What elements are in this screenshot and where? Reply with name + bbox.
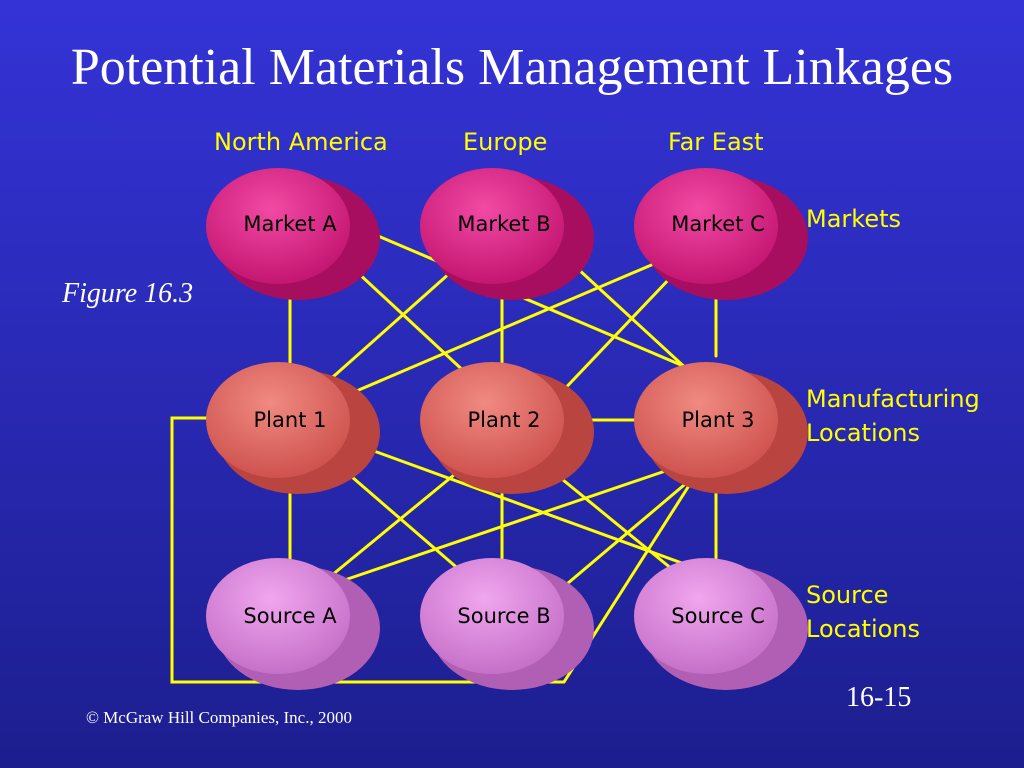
row-label-manufacturing-line-1: Manufacturing: [806, 385, 980, 413]
market-a-label: Market A: [243, 212, 337, 236]
link-market-a-plant-2: [340, 256, 470, 377]
row-label-sources-line-1: Source: [806, 581, 889, 609]
market-c-label: Market C: [671, 212, 765, 236]
row-label-markets: Markets: [806, 205, 902, 233]
source-c-label: Source C: [671, 604, 764, 628]
node-market-c: Market C: [634, 168, 808, 300]
source-a-label: Source A: [243, 604, 337, 628]
row-label-sources-line-2: Locations: [806, 615, 921, 643]
link-market-c-plant-1: [338, 261, 658, 400]
link-market-b-plant-1: [323, 262, 462, 386]
node-source-c: Source C: [634, 558, 808, 690]
region-label-far-east: Far East: [668, 128, 764, 156]
plant-1-label: Plant 1: [254, 408, 327, 432]
node-source-a: Source A: [206, 558, 380, 690]
copyright-notice: © McGraw Hill Companies, Inc., 2000: [86, 708, 352, 727]
link-plant-1-source-c: [350, 441, 692, 568]
region-label-europe: Europe: [463, 128, 548, 156]
node-plant-2: Plant 2: [420, 362, 594, 494]
node-source-b: Source B: [420, 558, 594, 690]
link-plant-3-source-a: [328, 464, 682, 587]
node-market-b: Market B: [420, 168, 594, 300]
link-market-b-plant-3: [562, 254, 692, 374]
source-b-label: Source B: [457, 604, 550, 628]
region-label-north-america: North America: [214, 128, 388, 156]
link-plant-2-source-c: [544, 464, 680, 576]
plant-3-label: Plant 3: [682, 408, 755, 432]
figure-caption: Figure 16.3: [62, 278, 194, 309]
link-plant-3-source-b: [546, 478, 692, 602]
page-number: 16-15: [846, 682, 912, 713]
node-plant-1: Plant 1: [206, 362, 380, 494]
link-plant-1-source-c-route: [170, 416, 692, 684]
node-market-a: Market A: [206, 168, 380, 300]
market-b-label: Market B: [457, 212, 550, 236]
slide-title: Potential Materials Management Linkages: [70, 39, 954, 96]
link-market-c-plant-2: [554, 274, 674, 400]
plant-2-label: Plant 2: [468, 408, 541, 432]
node-plant-3: Plant 3: [634, 362, 808, 494]
row-label-manufacturing-line-2: Locations: [806, 419, 921, 447]
link-plant-2-source-a: [324, 468, 462, 582]
